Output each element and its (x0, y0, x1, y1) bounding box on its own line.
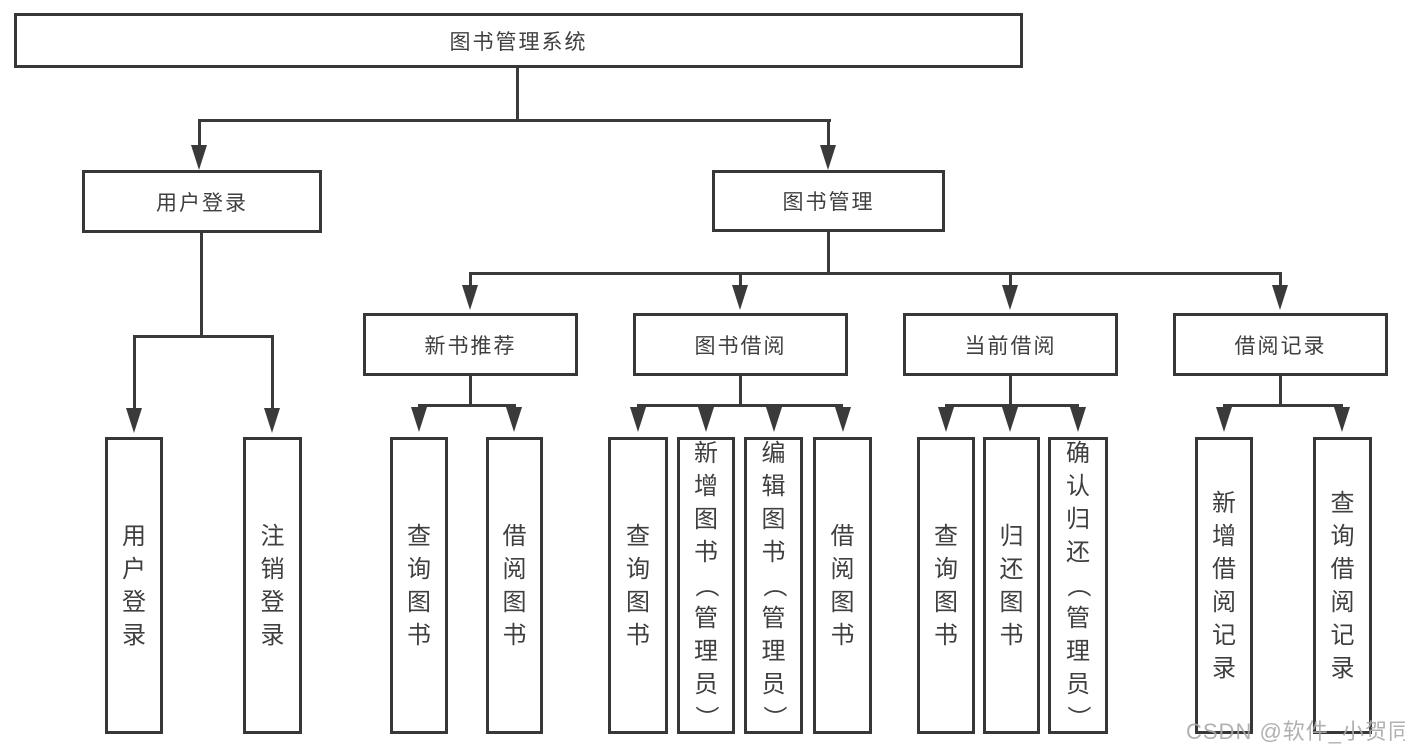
arrow-down-icon (1002, 285, 1018, 310)
connector-line (133, 335, 274, 338)
leaf-add-borrow-record: 新增借阅记录 (1195, 437, 1253, 734)
arrow-down-icon (1272, 285, 1288, 310)
leaf-edit-book-admin: 编辑图书（管理员） (744, 437, 803, 734)
connector-line (739, 272, 742, 288)
csdn-watermark: CSDN @软件_小贺同学 (1186, 719, 1405, 744)
connector-line (1223, 404, 1343, 407)
connector-line (637, 404, 843, 407)
arrow-down-icon (630, 407, 646, 432)
arrow-down-icon (411, 407, 427, 432)
node-current-borrow: 当前借阅 (903, 313, 1118, 376)
connector-line (418, 404, 516, 407)
arrow-down-icon (698, 407, 714, 432)
arrow-down-icon (732, 285, 748, 310)
arrow-down-icon (1334, 407, 1350, 432)
arrow-down-icon (1070, 407, 1086, 432)
connector-line (271, 335, 274, 410)
node-new-book-recommend: 新书推荐 (363, 313, 578, 376)
connector-line (200, 233, 203, 338)
connector-line (945, 404, 1079, 407)
node-borrow-records-label: 借阅记录 (1234, 334, 1327, 358)
arrow-down-icon (1002, 407, 1018, 432)
arrow-down-icon (766, 407, 782, 432)
leaf-logout: 注销登录 (243, 437, 302, 734)
leaf-borrow-books-borrow: 借阅图书 (813, 437, 872, 734)
arrow-down-icon (191, 145, 207, 170)
node-book-borrow-label: 图书借阅 (694, 334, 787, 358)
connector-line (827, 119, 830, 147)
connector-line (1279, 376, 1282, 407)
arrow-down-icon (462, 285, 478, 310)
node-current-borrow-label: 当前借阅 (964, 334, 1057, 358)
leaf-query-books-borrow: 查询图书 (608, 437, 668, 734)
connector-line (1279, 272, 1282, 288)
node-root: 图书管理系统 (14, 13, 1023, 68)
arrow-down-icon (126, 408, 142, 433)
leaf-user-login: 用户登录 (105, 437, 163, 734)
connector-line (827, 232, 830, 275)
connector-line (469, 376, 472, 407)
connector-line (198, 119, 201, 147)
leaf-query-borrow-record: 查询借阅记录 (1313, 437, 1372, 734)
connector-line (133, 335, 136, 410)
leaf-confirm-return-admin: 确认归还（管理员） (1048, 437, 1108, 734)
node-root-label: 图书管理系统 (449, 30, 588, 54)
arrow-down-icon (1216, 407, 1232, 432)
connector-line (1009, 376, 1012, 407)
connector-line (516, 68, 519, 121)
node-book-management-label: 图书管理 (782, 191, 875, 214)
connector-line (1009, 272, 1012, 288)
connector-line (198, 119, 831, 122)
node-book-borrow: 图书借阅 (633, 313, 848, 376)
arrow-down-icon (820, 145, 836, 170)
leaf-add-book-admin: 新增图书（管理员） (677, 437, 735, 734)
connector-line (739, 376, 742, 407)
leaf-query-books-current: 查询图书 (917, 437, 975, 734)
connector-line (469, 272, 472, 288)
arrow-down-icon (835, 407, 851, 432)
node-user-login: 用户登录 (82, 170, 322, 233)
leaf-borrow-books-recommend: 借阅图书 (486, 437, 543, 734)
arrow-down-icon (506, 407, 522, 432)
node-user-login-label: 用户登录 (156, 191, 248, 215)
node-borrow-records: 借阅记录 (1173, 313, 1388, 376)
connector-line (469, 272, 1282, 275)
arrow-down-icon (264, 408, 280, 433)
arrow-down-icon (938, 407, 954, 432)
node-book-management: 图书管理 (712, 170, 945, 232)
leaf-return-books: 归还图书 (983, 437, 1040, 734)
node-new-book-recommend-label: 新书推荐 (424, 334, 517, 358)
leaf-query-books-recommend: 查询图书 (390, 437, 448, 734)
